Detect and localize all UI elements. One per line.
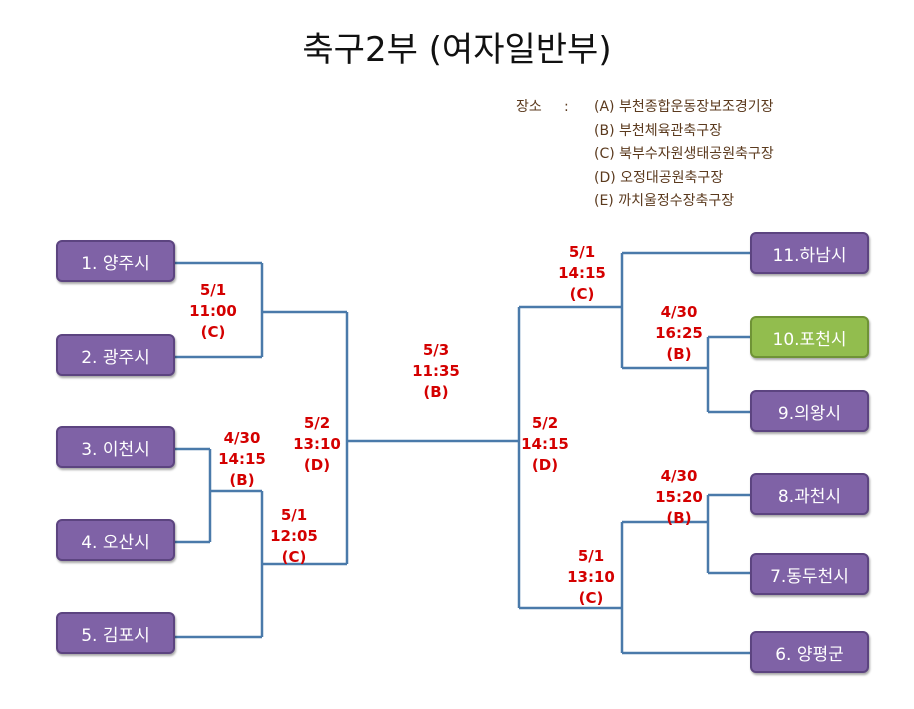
match-label-8v7: 4/30 15:20 (B) [639,466,719,529]
match-time: 13:10 [567,568,615,586]
match-time: 11:00 [189,302,237,320]
team-box-gwacheon: 8.과천시 [750,473,869,515]
match-venue: (B) [423,383,449,401]
match-time: 14:15 [521,435,569,453]
match-date: 4/30 [223,429,261,447]
match-time: 11:35 [412,362,460,380]
team-box-dongducheon: 7.동두천시 [750,553,869,595]
match-venue: (C) [200,323,226,341]
team-box-hanam: 11.하남시 [750,232,869,274]
match-label-10v9: 4/30 16:25 (B) [639,302,719,365]
match-time: 12:05 [270,527,318,545]
match-time: 15:20 [655,488,703,506]
match-venue: (D) [303,456,331,474]
team-box-pocheon: 10.포천시 [750,316,869,358]
team-box-uiwang: 9.의왕시 [750,390,869,432]
match-date: 5/1 [280,506,308,524]
match-label-6-vs-winner: 5/1 13:10 (C) [551,546,631,609]
match-label-3v4: 4/30 14:15 (B) [202,428,282,491]
match-date: 5/1 [577,547,605,565]
venue-item-b: (B) 부천체육관축구장 [594,122,723,139]
match-venue: (B) [666,345,692,363]
venue-item-d: (D) 오정대공원축구장 [594,169,724,186]
venue-legend-colon: : [564,99,569,115]
match-label-left-semifinal: 5/2 13:10 (D) [277,413,357,476]
venue-list: (A) 부천종합운동장보조경기장 (B) 부천체육관축구장 (C) 북부수자원생… [594,96,774,214]
match-time: 13:10 [293,435,341,453]
venue-item-e: (E) 까치울정수장축구장 [594,193,735,209]
team-box-gimpo: 5. 김포시 [56,612,175,654]
match-time: 16:25 [655,324,703,342]
team-box-yangpyeong: 6. 양평군 [750,631,869,673]
match-venue: (D) [531,456,559,474]
team-box-icheon: 3. 이천시 [56,426,175,468]
match-date: 4/30 [660,303,698,321]
match-time: 14:15 [558,264,606,282]
match-date: 5/2 [303,414,331,432]
match-label-final: 5/3 11:35 (B) [396,340,476,403]
page-title: 축구2부 (여자일반부) [302,30,612,70]
match-date: 4/30 [660,467,698,485]
match-venue: (B) [229,471,255,489]
match-time: 14:15 [218,450,266,468]
match-date: 5/1 [199,281,227,299]
venue-legend-label: 장소 [516,99,542,115]
match-label-5-vs-winner: 5/1 12:05 (C) [254,505,334,568]
team-box-yangju: 1. 양주시 [56,240,175,282]
venue-item-c: (C) 북부수자원생태공원축구장 [594,146,774,162]
match-label-right-semifinal: 5/2 14:15 (D) [505,413,585,476]
match-venue: (C) [569,285,595,303]
match-date: 5/2 [531,414,559,432]
match-date: 5/3 [422,341,450,359]
match-venue: (C) [578,589,604,607]
match-venue: (B) [666,509,692,527]
team-box-osan: 4. 오산시 [56,519,175,561]
venue-item-a: (A) 부천종합운동장보조경기장 [594,99,774,115]
match-label-11-vs-winner: 5/1 14:15 (C) [542,242,622,305]
team-box-gwangju: 2. 광주시 [56,334,175,376]
match-venue: (C) [281,548,307,566]
match-label-1v2: 5/1 11:00 (C) [173,280,253,343]
match-date: 5/1 [568,243,596,261]
